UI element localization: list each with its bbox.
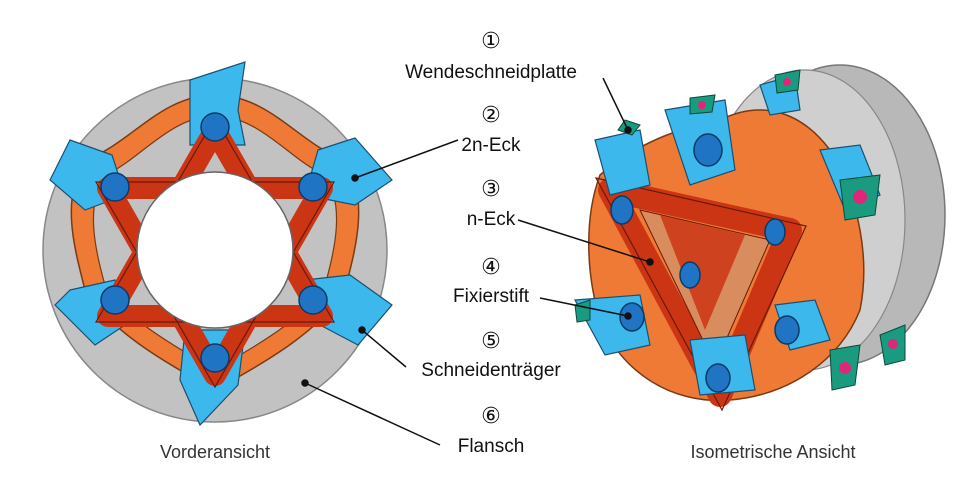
iso-n-gon <box>598 178 802 407</box>
callout-1-label: Wendeschneidplatte <box>405 62 577 83</box>
iso-view <box>574 64 946 412</box>
leader-lines <box>301 77 654 446</box>
iso-view-caption: Isometrische Ansicht <box>690 442 855 462</box>
callout-5-label: Schneidenträger <box>421 360 561 381</box>
callout-2-number: ② <box>481 103 501 128</box>
callout-6-label: Flansch <box>458 436 525 457</box>
iso-pins <box>610 133 800 393</box>
front-view-caption: Vorderansicht <box>160 442 270 462</box>
iso-inserts <box>574 69 906 391</box>
callout-4-number: ④ <box>481 255 501 280</box>
callout-5-number: ⑤ <box>481 329 501 354</box>
front-pins <box>100 112 328 373</box>
callout-2-label: 2n-Eck <box>461 135 521 156</box>
callout-4-label: Fixierstift <box>453 286 530 307</box>
callout-3-number: ③ <box>481 177 501 202</box>
callout-6-number: ⑥ <box>481 404 501 429</box>
callout-3-label: n-Eck <box>467 209 516 230</box>
front-view <box>42 61 393 427</box>
callout-1-number: ① <box>481 29 501 54</box>
callouts: ① Wendeschneidplatte ② 2n-Eck ③ n-Eck ④ … <box>405 29 577 457</box>
front-bore <box>136 171 294 329</box>
